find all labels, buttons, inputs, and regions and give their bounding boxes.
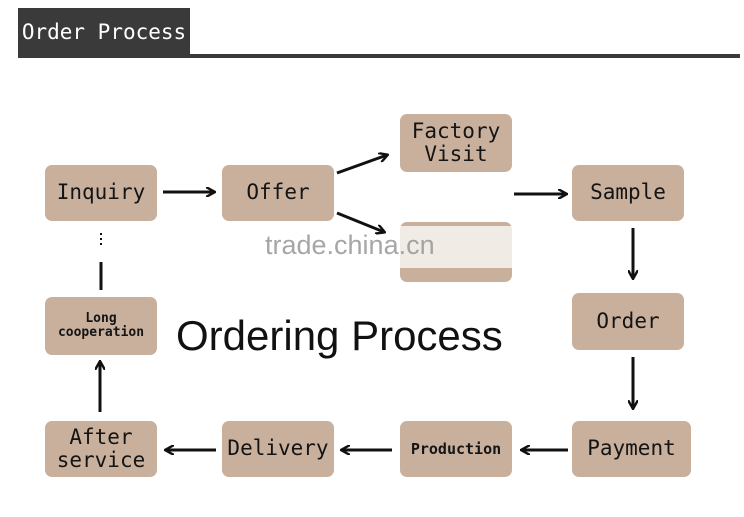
- step-long-cooperation: Long cooperation: [45, 297, 157, 355]
- arrow-offer-to-factory-visit: [336, 155, 387, 175]
- step-label: Offer: [246, 180, 310, 205]
- header-divider: [18, 54, 740, 58]
- step-production: Production: [400, 421, 512, 477]
- step-offer: Offer: [222, 165, 334, 221]
- step-inquiry: Inquiry: [45, 165, 157, 221]
- step-delivery: Delivery: [222, 421, 334, 477]
- step-after-service: After service: [45, 421, 157, 477]
- watermark-band: [398, 226, 514, 268]
- step-order: Order: [572, 293, 684, 350]
- step-label: Production: [410, 439, 502, 458]
- header-tab: Order Process: [18, 8, 190, 56]
- diagram-title: Ordering Process: [176, 312, 503, 359]
- page-title: Order Process: [21, 20, 187, 44]
- step-label: Sample: [590, 180, 666, 205]
- arrow-offer-to-hidden-step: [336, 211, 384, 232]
- step-label: Order: [596, 308, 660, 333]
- step-label: Factory Visit: [411, 118, 501, 166]
- step-label: Long cooperation: [57, 310, 145, 340]
- step-sample: Sample: [572, 165, 684, 221]
- watermark: trade.china.cn: [265, 230, 435, 260]
- step-factory-visit: Factory Visit: [400, 114, 512, 172]
- step-label: Payment: [587, 436, 676, 461]
- step-payment: Payment: [572, 421, 691, 477]
- step-label: After service: [56, 424, 146, 472]
- step-label: Inquiry: [56, 180, 146, 205]
- step-label: Delivery: [227, 436, 329, 461]
